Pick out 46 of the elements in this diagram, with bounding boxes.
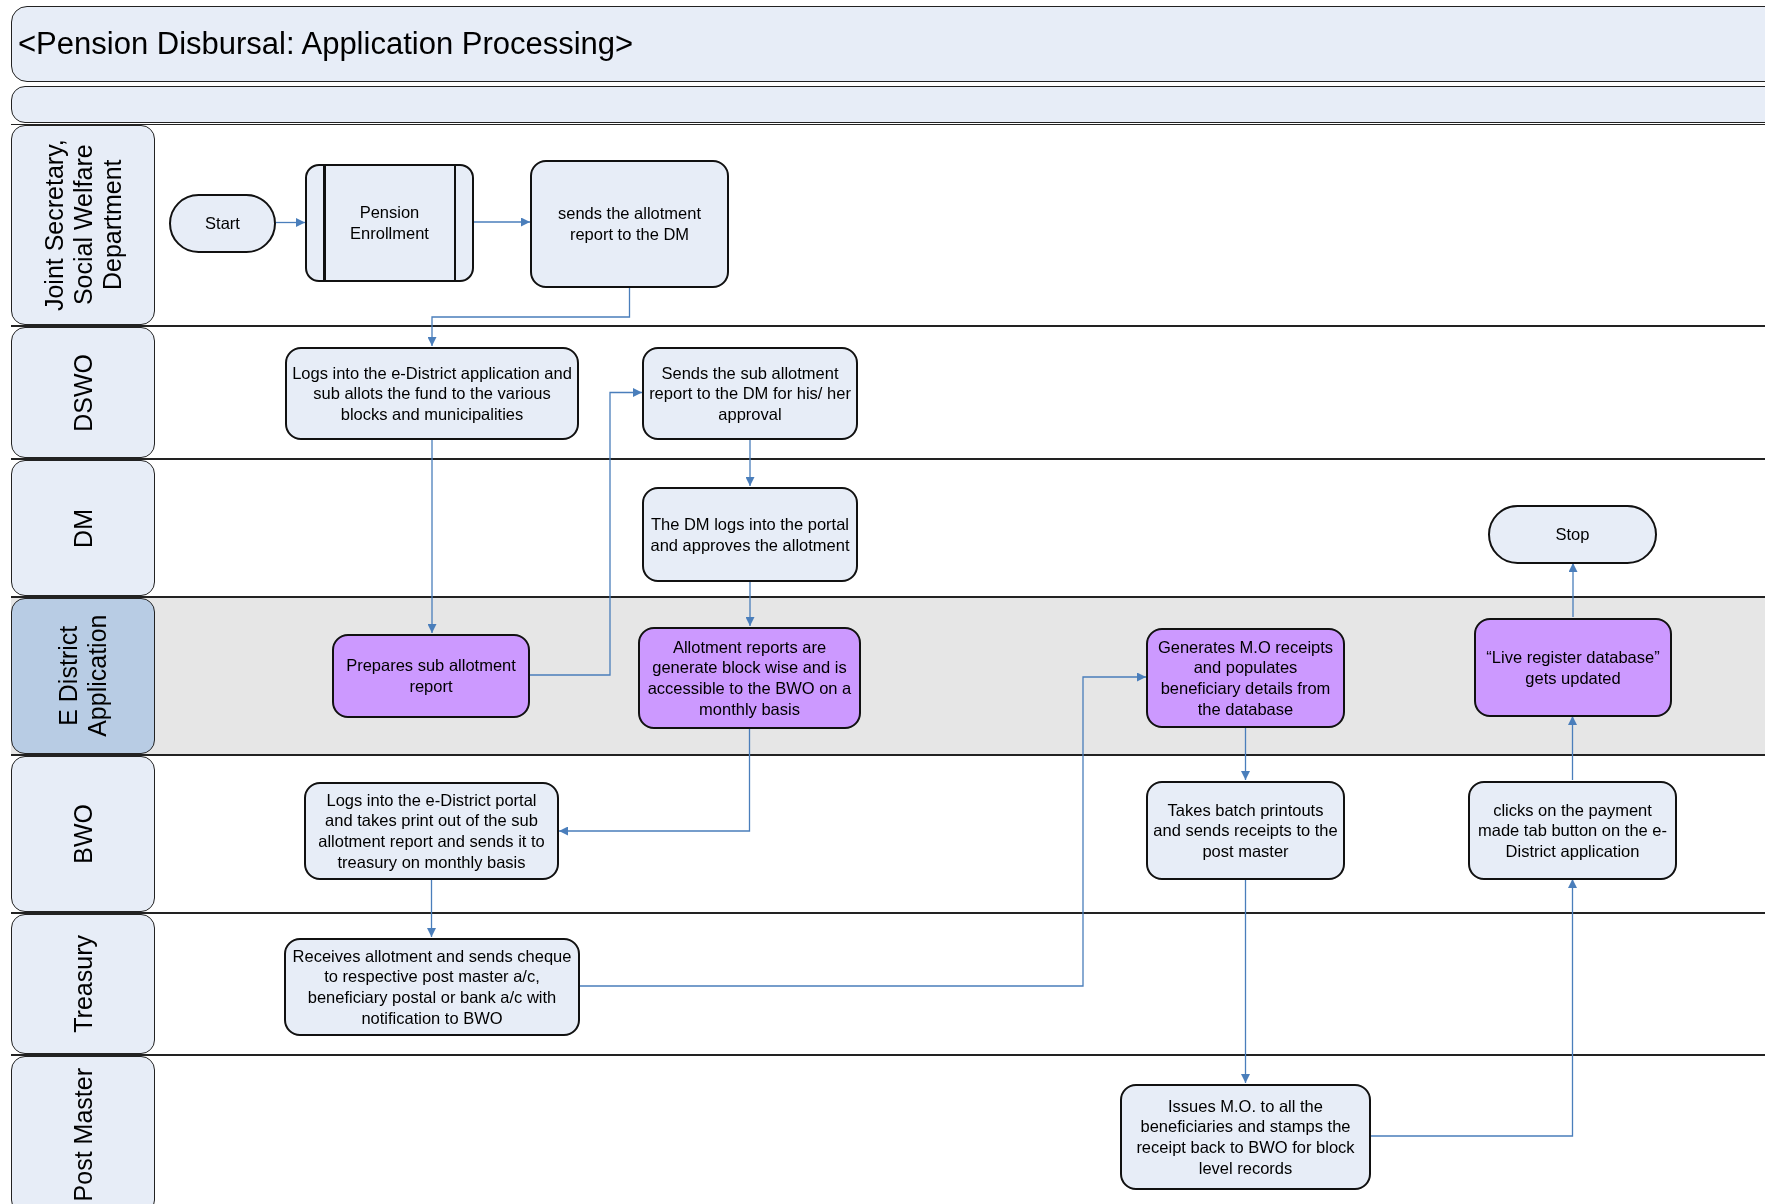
swimlane [11,459,1765,597]
connector-arrow [529,388,643,676]
lane-label: DM [68,508,98,548]
connector-arrow [1568,562,1578,618]
connector-arrow [473,217,531,227]
connector-arrow [1370,878,1577,1137]
process-box: clicks on the payment made tab button on the e-District application [1468,781,1677,880]
connector-arrow [427,438,437,634]
connector-arrow [1568,715,1577,781]
swimlane [11,326,1765,459]
process-box: Generates M.O receipts and populates beneficiary details from the database [1146,628,1345,728]
connector-arrow [427,286,631,347]
process-box: Prepares sub allotment report [332,634,530,718]
connector-arrow [1241,726,1250,781]
swimlane [11,1055,1765,1204]
lane-label: DSWO [68,353,98,432]
connector-arrow [745,438,755,487]
diagram-title: <Pension Disbursal: Application Processing> [18,26,634,62]
process-box: Logs into the e-District application and sub allots the fund to the various blocks and municipalities [285,347,579,440]
lane-label: BWO [68,804,98,864]
lane-label: Post Master [68,1068,98,1202]
connector-arrow [745,580,755,627]
lane-label: Joint Secretary, Social Welfare Department [39,138,127,313]
lane-label: E District Application [54,613,112,740]
swimlane [11,755,1765,913]
connector-arrow [579,672,1147,987]
predefined-process-box: Pension Enrollment [305,164,474,282]
process-box: Issues M.O. to all the beneficiaries and stamps the receipt back to BWO for block level records [1120,1084,1371,1190]
lane-label: Treasury [68,935,98,1033]
process-box: “Live register database” gets updated [1474,618,1672,717]
process-box: Receives allotment and sends cheque to respective post master a/c, beneficiary postal or bank a/c with notification to BWO [284,938,580,1036]
process-box: Allotment reports are generate block wise and is accessible to the BWO on a monthly basis [638,627,861,729]
terminator-box: Start [169,194,276,253]
process-box: The DM logs into the portal and approves the allotment [642,487,858,582]
connector-arrow [427,878,436,938]
process-box: Sends the sub allotment report to the DM for his/ her approval [642,347,858,440]
connector-arrow [275,218,306,227]
connector-arrow [558,727,751,836]
process-box: Logs into the e-District portal and takes print out of the sub allotment report and sends it to treasury on monthly basis [304,782,559,880]
swimlane [11,597,1765,755]
process-box: sends the allotment report to the DM [530,160,729,288]
terminator-box: Stop [1488,505,1657,564]
swimlane [11,124,1765,326]
swimlane [11,913,1765,1055]
connector-arrow [1241,878,1250,1084]
process-box: Takes batch printouts and sends receipts to the post master [1146,781,1345,880]
